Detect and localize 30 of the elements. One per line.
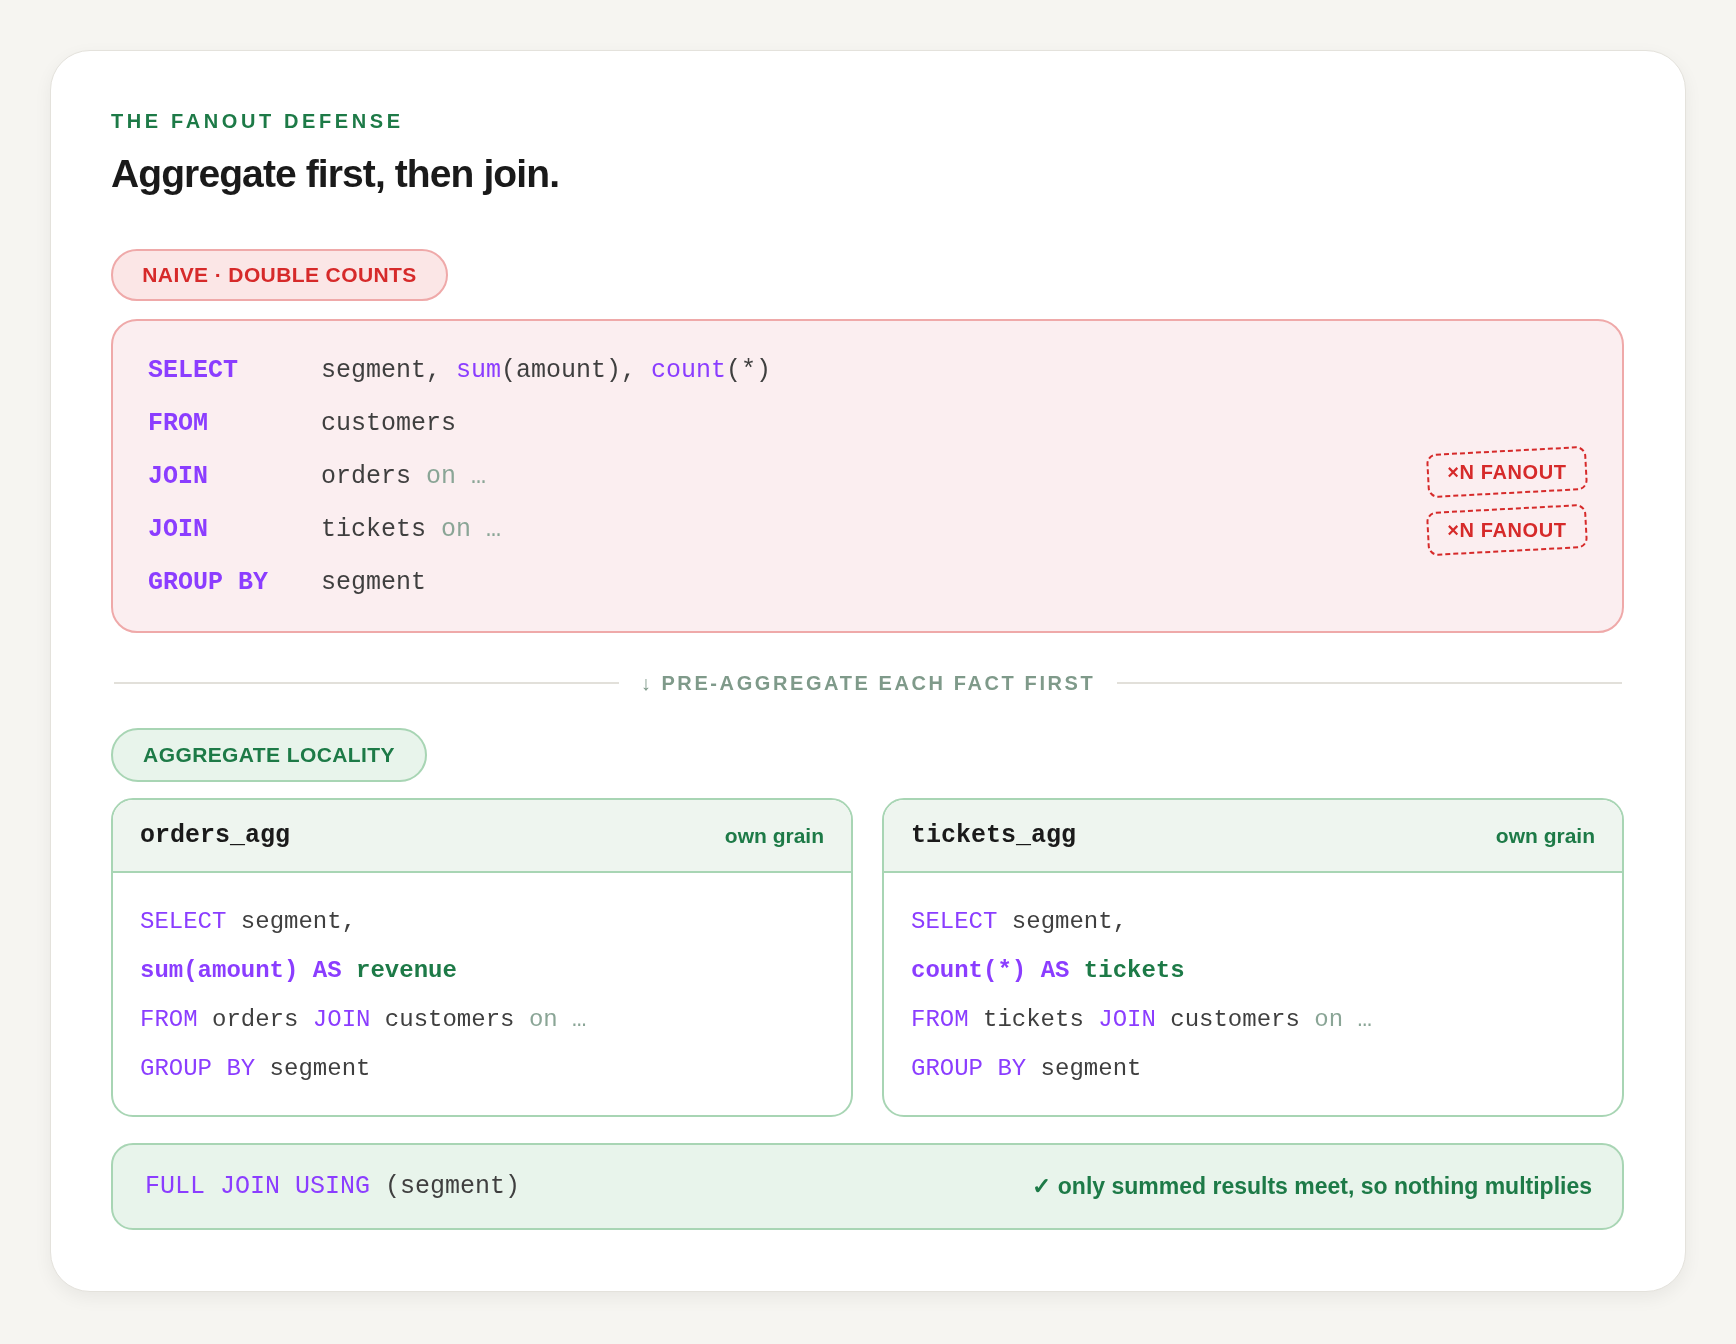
code-line: GROUP BY segment bbox=[911, 1054, 1142, 1084]
grain-note: own grain bbox=[724, 823, 824, 849]
code-line: count(*) AS tickets bbox=[911, 956, 1185, 986]
code-line: SELECT segment, bbox=[911, 907, 1128, 937]
divider-label: ↓ PRE-AGGREGATE EACH FACT FIRST bbox=[640, 671, 1096, 695]
code-line: sum(amount) AS revenue bbox=[140, 956, 457, 986]
code-line: FROM tickets JOIN customers on … bbox=[911, 1005, 1372, 1035]
eyebrow-text: THE FANOUT DEFENSE bbox=[111, 110, 404, 133]
query-card bbox=[111, 798, 853, 1117]
code-line: JOIN tickets on … bbox=[148, 514, 502, 546]
result-note: ✓ only summed results meet, so nothing multiplies bbox=[1032, 1172, 1592, 1201]
section-tag: NAIVE · DOUBLE COUNTS bbox=[111, 249, 448, 301]
fanout-stamp: ×N FANOUT bbox=[1423, 444, 1591, 500]
code-line: JOIN orders on … bbox=[148, 461, 487, 493]
query-card bbox=[882, 798, 1624, 1117]
result-bar bbox=[111, 1143, 1624, 1230]
fanout-stamp: ×N FANOUT bbox=[1423, 502, 1591, 558]
code-line: GROUP BY segment bbox=[148, 567, 427, 599]
grain-note: own grain bbox=[1495, 823, 1595, 849]
code-line: SELECT segment, bbox=[140, 907, 357, 937]
code-panel bbox=[111, 319, 1624, 633]
code-line: SELECT segment, sum(amount), count(*) bbox=[148, 355, 772, 387]
code-line: FROM customers bbox=[148, 408, 457, 440]
code-line: FULL JOIN USING (segment) bbox=[145, 1171, 521, 1203]
code-line: FROM orders JOIN customers on … bbox=[140, 1005, 587, 1035]
code-line: GROUP BY segment bbox=[140, 1054, 371, 1084]
table-name: tickets_agg bbox=[911, 820, 1077, 852]
table-name: orders_agg bbox=[140, 820, 291, 852]
page-title: Aggregate first, then join. bbox=[111, 152, 560, 196]
section-tag: AGGREGATE LOCALITY bbox=[111, 728, 427, 782]
